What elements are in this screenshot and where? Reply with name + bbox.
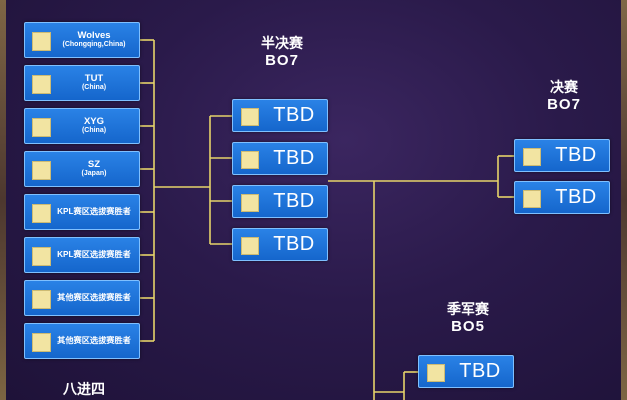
quarterfinal-team-slot: XYG(China) — [24, 108, 140, 144]
semifinal-slot-3: TBD — [232, 185, 328, 218]
team-region: (Chongqing,China) — [62, 41, 126, 49]
team-logo-placeholder — [523, 148, 541, 166]
team-label: 其他赛区选拔赛胜者 — [52, 324, 136, 358]
team-name: KPL赛区选拔赛胜者 — [57, 250, 131, 260]
team-name: 其他赛区选拔赛胜者 — [57, 336, 131, 346]
quarterfinal-team-slot: KPL赛区选拔赛胜者 — [24, 194, 140, 230]
final-slot-1: TBD — [514, 139, 610, 172]
team-logo-placeholder — [427, 364, 445, 382]
slot-label: TBD — [555, 144, 597, 166]
team-logo-placeholder — [241, 237, 259, 255]
team-logo-placeholder — [241, 151, 259, 169]
slot-label: TBD — [273, 104, 315, 126]
slot-label: TBD — [273, 190, 315, 212]
left-edge-decoration — [0, 0, 6, 400]
team-label: 其他赛区选拔赛胜者 — [52, 281, 136, 315]
third-place-slot-1: TBD — [418, 355, 514, 388]
slot-label: TBD — [273, 233, 315, 255]
team-logo-placeholder — [32, 204, 51, 223]
team-logo-placeholder — [32, 118, 51, 137]
final-heading: 决赛 BO7 — [536, 78, 592, 114]
quarterfinal-team-slot: Wolves(Chongqing,China) — [24, 22, 140, 58]
team-logo-placeholder — [32, 75, 51, 94]
team-region: (Japan) — [81, 170, 107, 178]
team-label: XYG(China) — [52, 109, 136, 143]
team-logo-placeholder — [523, 190, 541, 208]
team-label: SZ(Japan) — [52, 152, 136, 186]
third-place-title: 季军赛 — [447, 301, 489, 317]
quarterfinal-title: 八进四 — [63, 381, 105, 397]
slot-label: TBD — [273, 147, 315, 169]
right-edge-decoration — [621, 0, 627, 400]
team-name: 其他赛区选拔赛胜者 — [57, 293, 131, 303]
quarterfinal-heading: 八进四 — [54, 380, 114, 398]
slot-label: TBD — [459, 360, 501, 382]
quarterfinal-team-slot: TUT(China) — [24, 65, 140, 101]
quarterfinal-team-slot: SZ(Japan) — [24, 151, 140, 187]
team-logo-placeholder — [32, 333, 51, 352]
team-name: SZ — [87, 158, 101, 170]
team-logo-placeholder — [241, 108, 259, 126]
semifinal-heading: 半决赛 BO7 — [246, 34, 318, 70]
team-name: KPL赛区选拔赛胜者 — [57, 207, 131, 217]
third-place-heading: 季军赛 BO5 — [438, 300, 498, 336]
team-name: Wolves — [77, 29, 111, 41]
semifinal-title: 半决赛 — [261, 35, 303, 51]
semifinal-format: BO7 — [265, 52, 299, 69]
semifinal-slot-4: TBD — [232, 228, 328, 261]
quarterfinal-team-slot: KPL赛区选拔赛胜者 — [24, 237, 140, 273]
final-title: 决赛 — [550, 79, 578, 95]
team-name: XYG — [83, 115, 105, 127]
quarterfinal-team-slot: 其他赛区选拔赛胜者 — [24, 280, 140, 316]
semifinal-slot-1: TBD — [232, 99, 328, 132]
slot-label: TBD — [555, 186, 597, 208]
team-logo-placeholder — [32, 247, 51, 266]
final-slot-2: TBD — [514, 181, 610, 214]
team-label: KPL赛区选拔赛胜者 — [52, 238, 136, 272]
team-logo-placeholder — [32, 290, 51, 309]
team-label: Wolves(Chongqing,China) — [52, 23, 136, 57]
third-place-format: BO5 — [451, 318, 485, 335]
team-label: TUT(China) — [52, 66, 136, 100]
team-logo-placeholder — [32, 161, 51, 180]
team-region: (China) — [81, 127, 107, 135]
team-region: (China) — [81, 84, 107, 92]
quarterfinal-team-slot: 其他赛区选拔赛胜者 — [24, 323, 140, 359]
team-name: TUT — [84, 72, 104, 84]
final-format: BO7 — [547, 96, 581, 113]
team-logo-placeholder — [241, 194, 259, 212]
team-label: KPL赛区选拔赛胜者 — [52, 195, 136, 229]
team-logo-placeholder — [32, 32, 51, 51]
semifinal-slot-2: TBD — [232, 142, 328, 175]
